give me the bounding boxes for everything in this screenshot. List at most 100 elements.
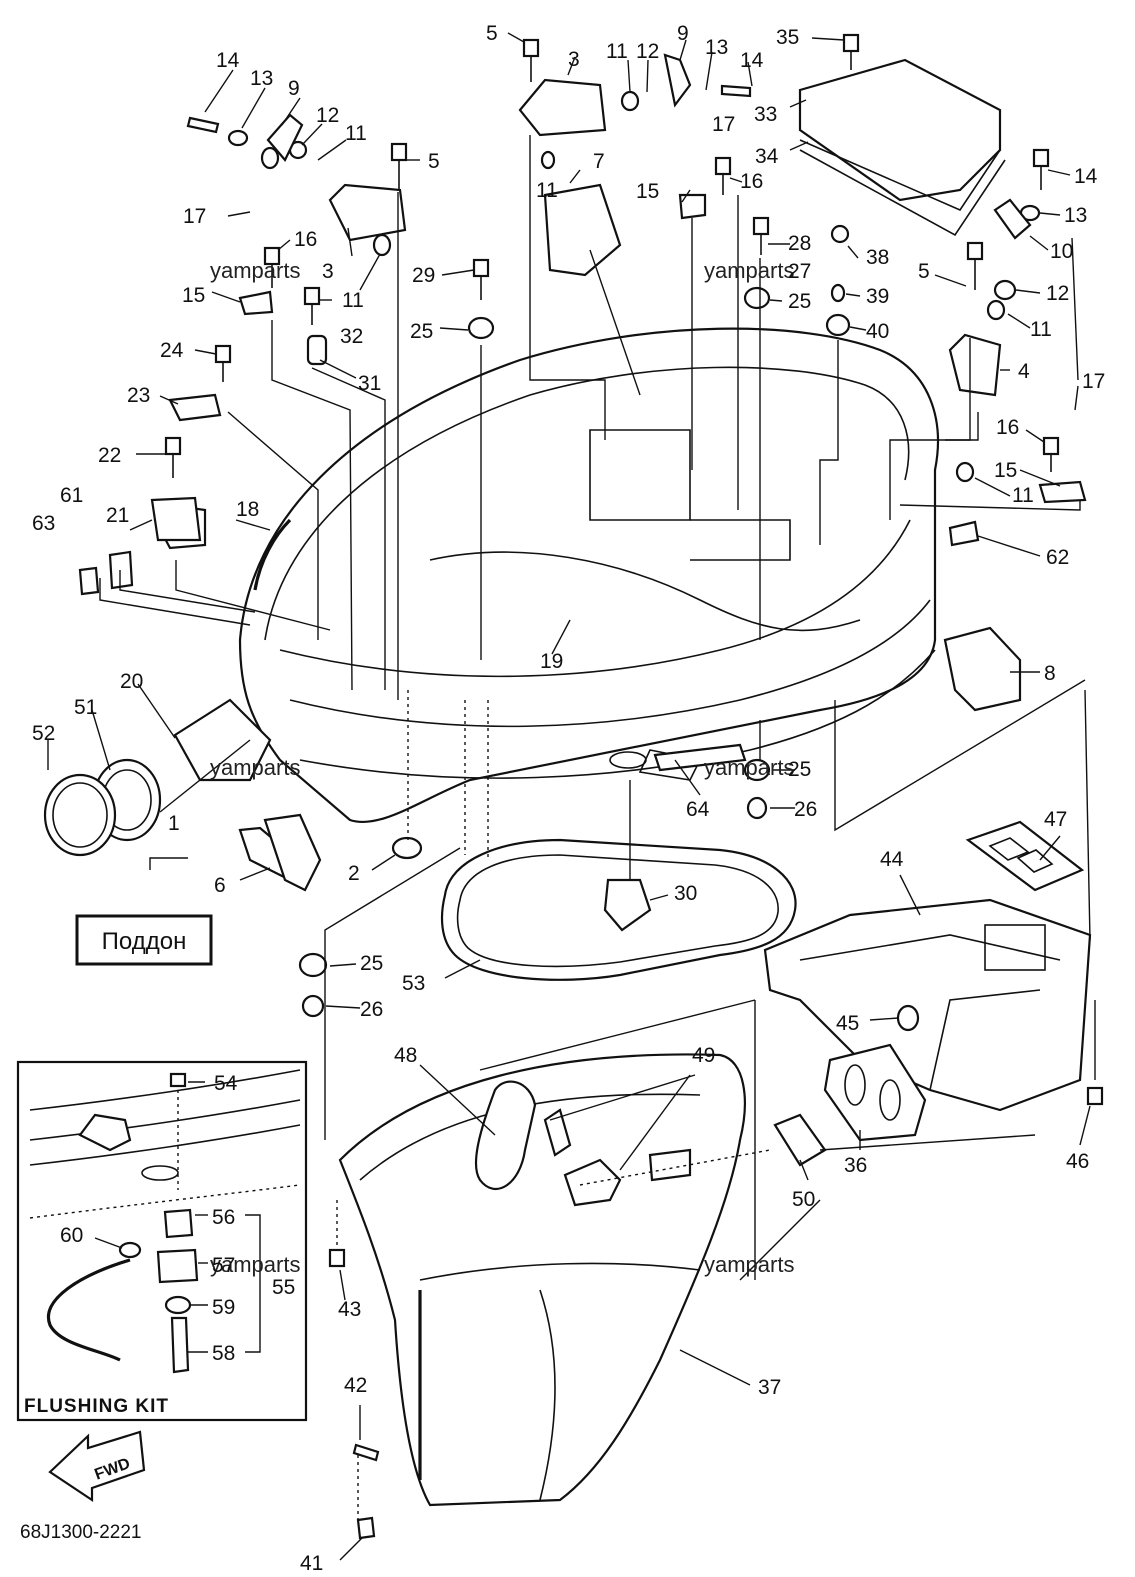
watermark-3: yamparts: [210, 755, 300, 780]
callout: 61: [60, 484, 83, 507]
callout: 59: [212, 1296, 235, 1319]
callout: 26: [360, 998, 383, 1021]
apron-lower-cover: [338, 1053, 746, 1507]
callout: 26: [794, 798, 817, 821]
callout: 64: [686, 798, 710, 821]
lower-mount-bracket: [763, 898, 1092, 1112]
callout: 14: [1074, 165, 1098, 188]
callout: 38: [866, 246, 889, 269]
flushing-kit-title: FLUSHING KIT: [24, 1396, 169, 1417]
callout: 53: [402, 972, 425, 995]
callout: 11: [345, 122, 367, 145]
callout: 56: [212, 1206, 235, 1229]
callout: 28: [788, 232, 811, 255]
watermarks: yamparts yamparts yamparts yamparts yamp…: [210, 258, 794, 1277]
callout: 16: [740, 170, 763, 193]
callout: 12: [316, 104, 339, 127]
tray-label-box: Поддон: [75, 857, 213, 966]
callout: 15: [994, 459, 1017, 482]
callout: 16: [996, 416, 1019, 439]
callout: 63: [32, 512, 55, 535]
callout: 17: [712, 113, 735, 136]
callout: 25: [410, 320, 433, 343]
fwd-arrow: FWD: [48, 1430, 146, 1503]
callout: 32: [340, 325, 363, 348]
callout: 58: [212, 1342, 235, 1365]
callout: 42: [344, 1374, 367, 1397]
callout: 13: [250, 67, 273, 90]
callout: 25: [360, 952, 383, 975]
callout: 43: [338, 1298, 361, 1321]
callout: 51: [74, 696, 97, 719]
callout: 17: [183, 205, 206, 228]
mount-rubber: [823, 1043, 927, 1142]
callout: 40: [866, 320, 889, 343]
callout: 48: [394, 1044, 417, 1067]
callout: 14: [740, 49, 764, 72]
callout: 9: [288, 77, 300, 100]
callout: 15: [636, 180, 659, 203]
callout: 19: [540, 650, 563, 673]
callout: 8: [1044, 662, 1056, 685]
callout: 24: [160, 339, 184, 362]
flushing-kit-inset: [16, 1060, 308, 1422]
callout: 11: [1012, 484, 1034, 507]
callout: 6: [214, 874, 226, 897]
callout: 5: [486, 22, 498, 45]
tray-label: Поддон: [102, 928, 187, 955]
callout: 3: [568, 48, 580, 71]
callout: 47: [1044, 808, 1067, 831]
callout: 60: [60, 1224, 83, 1247]
callout: 44: [880, 848, 904, 871]
callout: 27: [788, 260, 811, 283]
callout: 11: [342, 289, 364, 312]
callout: 31: [358, 372, 381, 395]
callout: 14: [216, 49, 240, 72]
callout: 46: [1066, 1150, 1089, 1173]
callout: 41: [300, 1552, 323, 1575]
callout: 11: [606, 40, 628, 63]
callout: 33: [754, 103, 777, 126]
guide-plate: [543, 183, 622, 277]
callout: 25: [788, 290, 811, 313]
callout: 22: [98, 444, 121, 467]
callout: 9: [677, 22, 689, 45]
watermark-4: yamparts: [704, 755, 794, 780]
callout: 39: [866, 285, 889, 308]
callout: 11: [536, 179, 558, 202]
callout: 36: [844, 1154, 867, 1177]
callout: 57: [212, 1254, 235, 1277]
callout: 13: [1064, 204, 1087, 227]
leader-lines: [47, 32, 1096, 1561]
top-cover-plate: [798, 58, 1006, 237]
callout: 17: [1082, 370, 1105, 393]
callout: 2: [348, 862, 360, 885]
callout: 35: [776, 26, 799, 49]
callout: 23: [127, 384, 150, 407]
callout: 29: [412, 264, 435, 287]
callout: 1: [168, 812, 180, 835]
callout: 62: [1046, 546, 1069, 569]
callout: 4: [1018, 360, 1030, 383]
callout: 3: [322, 260, 334, 283]
callout: 5: [918, 260, 930, 283]
callout: 34: [755, 145, 779, 168]
callout: 12: [1046, 282, 1069, 305]
callout: 21: [106, 504, 129, 527]
callout: 50: [792, 1188, 815, 1211]
callout: 10: [1050, 240, 1073, 263]
callout: 54: [214, 1072, 238, 1095]
callout: 7: [593, 150, 605, 173]
gasket-plate: [965, 820, 1085, 892]
callout: 5: [428, 150, 440, 173]
callout: 49: [692, 1044, 715, 1067]
callout: 52: [32, 722, 55, 745]
callout: 37: [758, 1376, 781, 1399]
watermark-6: yamparts: [704, 1252, 794, 1277]
callout: 11: [1030, 318, 1052, 341]
callout: 12: [636, 40, 659, 63]
watermark-1: yamparts: [210, 258, 300, 283]
callout: 30: [674, 882, 697, 905]
watermark-5: yamparts: [210, 1252, 300, 1277]
